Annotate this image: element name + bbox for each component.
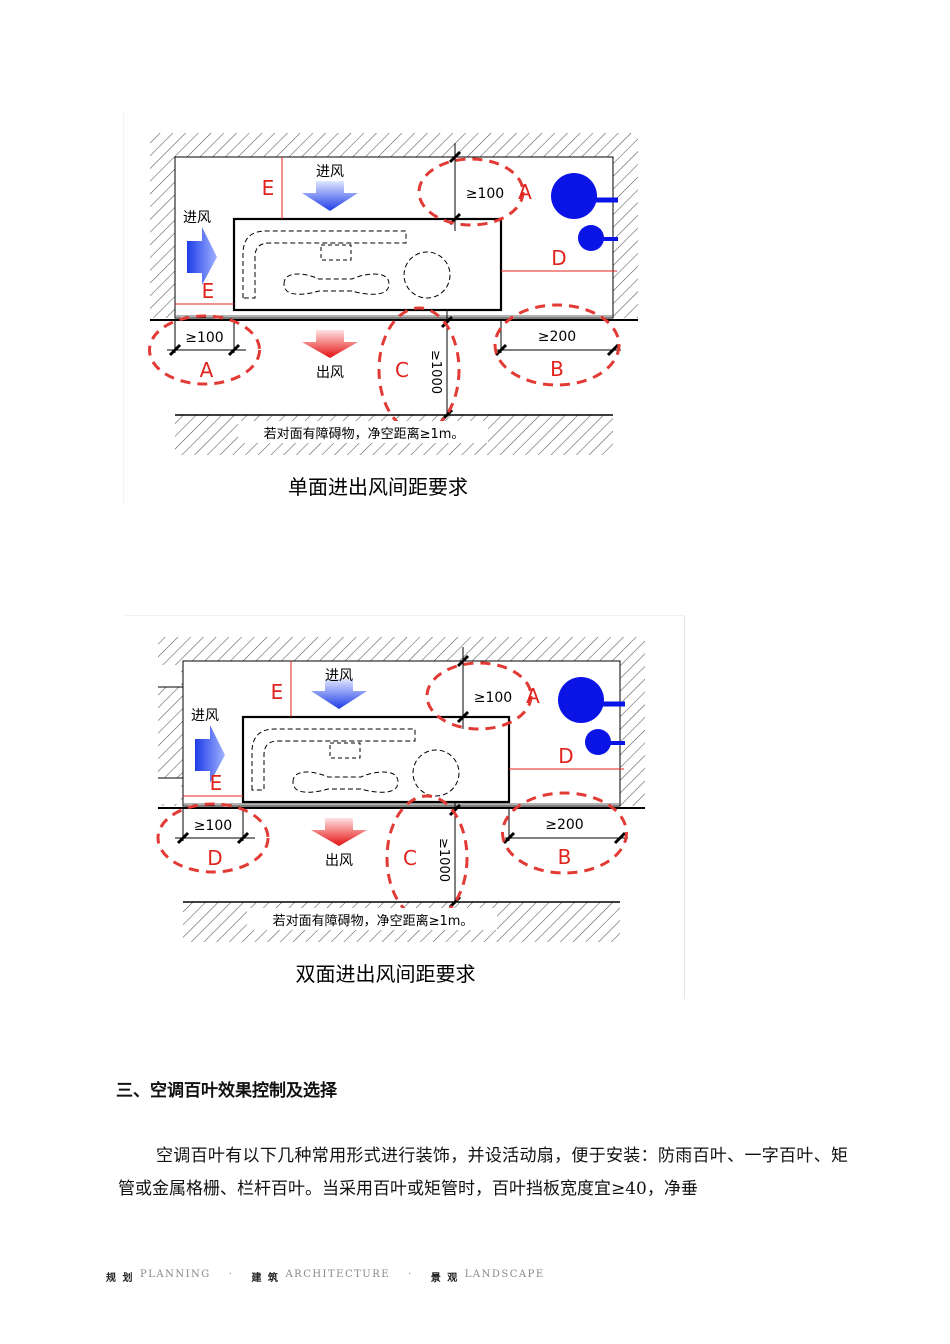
fan-blade: [292, 771, 399, 793]
compressor-box: [320, 244, 352, 261]
clearance-letter-e-top: E: [262, 176, 275, 200]
refrigerant-pipe: [251, 728, 416, 791]
footer-cn-planning: 规 划: [106, 1273, 134, 1284]
figure-frame-single: [123, 113, 649, 505]
clearance-zone-c: [385, 794, 469, 922]
wall-opening: [157, 665, 181, 687]
intake-label-top: 进风: [325, 668, 353, 684]
dimension-value-bl: ≥100: [194, 818, 232, 834]
fan-circle: [412, 749, 460, 797]
figure-caption: 单面进出风间距要求: [288, 475, 468, 499]
intake-label-left: 进风: [183, 210, 211, 226]
clearance-zone-c: [377, 306, 461, 434]
section-heading: 三、空调百叶效果控制及选择: [116, 1081, 337, 1101]
outlet-arrow-down-icon: [302, 330, 358, 358]
pipe-large-icon: [551, 173, 597, 219]
dimension-tick: [448, 150, 462, 164]
dimension-tick: [236, 831, 250, 845]
dimension-value-top: ≥100: [466, 186, 504, 202]
pipe-large-icon: [558, 677, 604, 723]
ac-unit: [241, 715, 511, 804]
figure-frame-double: [125, 615, 685, 999]
dimension-value-c: ≥1000: [436, 838, 451, 882]
clearance-letter-d: D: [558, 744, 573, 768]
footer-en-landscape: LANDSCAPE: [464, 1269, 545, 1280]
intake-arrow-down-icon: [302, 181, 358, 211]
dimension-tick: [448, 803, 462, 817]
footer-separator: ·: [228, 1269, 234, 1280]
clearance-zone-top: [417, 157, 525, 227]
dimension-tick: [456, 654, 470, 668]
footer-cn-architecture: 建 筑: [251, 1273, 280, 1284]
dimension-value-br: ≥200: [545, 817, 583, 833]
pipe-small-icon: [578, 225, 604, 251]
clearance-letter-bl: D: [207, 846, 222, 870]
outlet-arrow-down-icon: [311, 818, 367, 846]
intake-label-top: 进风: [316, 164, 344, 180]
body-paragraph: 空调百叶有以下几种常用形式进行装饰，并设活动扇，便于安装：防雨百叶、一字百叶、矩…: [118, 1146, 848, 1199]
dimension-tick: [494, 343, 508, 357]
obstacle-note: 若对面有障碍物，净空距离≥1m。: [273, 913, 474, 929]
dimension-value-top: ≥100: [474, 690, 512, 706]
clearance-letter-bl: A: [200, 358, 214, 382]
footer-cn-landscape: 景 观: [430, 1273, 459, 1284]
note-background: [247, 908, 497, 930]
clearance-letter-top: A: [526, 684, 540, 708]
clearance-letter-e-left: E: [210, 771, 223, 795]
page-footer: 规 划 PLANNING · 建 筑 ARCHITECTURE · 景 观 LA…: [106, 1269, 563, 1284]
dimension-tick: [606, 343, 620, 357]
intake-arrow-right-icon: [195, 725, 225, 783]
clearance-zone-b: [501, 791, 628, 875]
clearance-letter-e-top: E: [271, 680, 284, 704]
dimension-tick: [613, 831, 627, 845]
ac-unit: [232, 217, 503, 312]
intake-arrow-down-icon: [311, 679, 367, 709]
refrigerant-pipe: [242, 230, 407, 299]
outlet-label: 出风: [316, 365, 344, 381]
dimension-tick: [502, 831, 516, 845]
wall-hatch-right: [620, 637, 645, 806]
dimension-tick: [227, 343, 241, 357]
dimension-tick: [176, 831, 190, 845]
obstacle-note: 若对面有障碍物，净空距离≥1m。: [264, 426, 465, 442]
clearance-letter-top: A: [518, 180, 532, 204]
figure-caption: 双面进出风间距要求: [296, 962, 476, 986]
footer-separator: ·: [408, 1269, 413, 1280]
footer-en-planning: PLANNING: [139, 1269, 211, 1280]
outlet-label: 出风: [325, 853, 353, 869]
dimension-value-c: ≥1000: [428, 350, 443, 394]
clearance-zone-bottom-left: [148, 314, 261, 386]
clearance-zone-bottom-left: [156, 802, 270, 874]
pipe-small-icon: [585, 729, 611, 755]
clearance-letter-b: B: [550, 357, 564, 381]
clearance-zone-b: [493, 303, 621, 387]
fan-blade: [283, 273, 390, 295]
intake-arrow-right-icon: [187, 227, 217, 285]
wall-hatch-top: [158, 637, 645, 661]
dimension-value-br: ≥200: [538, 329, 576, 345]
dimension-tick: [168, 343, 182, 357]
wall-hatch-right: [613, 133, 638, 318]
fan-circle: [403, 251, 451, 299]
wall-hatch-left: [150, 133, 175, 318]
clearance-letter-c: C: [395, 358, 409, 382]
clearance-letter-e-left: E: [202, 279, 215, 303]
wall-opening: [157, 778, 181, 804]
clearance-letter-c: C: [403, 846, 417, 870]
dimension-tick: [456, 710, 470, 724]
compressor-box: [329, 742, 361, 759]
dimension-value-bl: ≥100: [185, 330, 223, 346]
note-background: [238, 421, 488, 443]
clearance-letter-d: D: [551, 246, 566, 270]
footer-en-architecture: ARCHITECTURE: [285, 1269, 391, 1280]
clearance-zone-top: [425, 661, 533, 731]
intake-label-left: 进风: [191, 708, 219, 724]
clearance-letter-b: B: [558, 845, 572, 869]
dimension-tick: [440, 315, 454, 329]
wall-hatch-top: [150, 133, 638, 157]
